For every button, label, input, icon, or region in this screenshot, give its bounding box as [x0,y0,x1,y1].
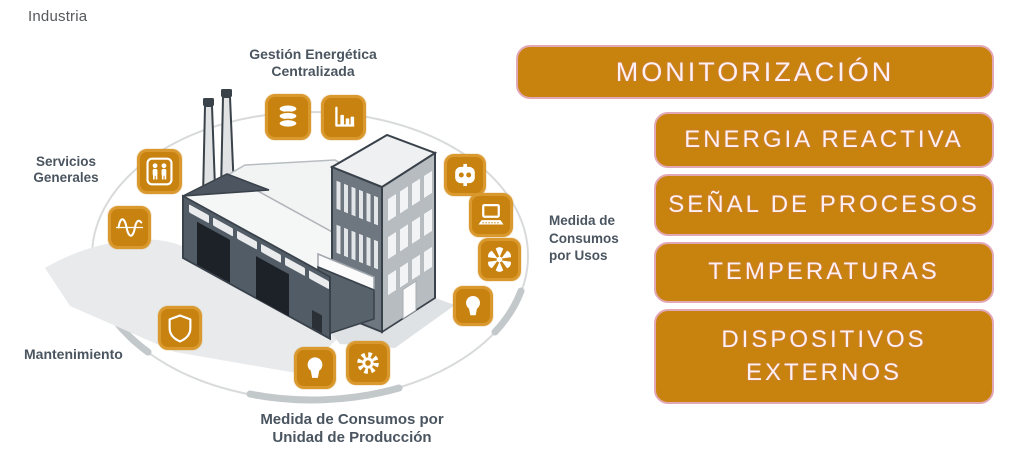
banner-energia-reactiva: ENERGIA REACTIVA [654,112,994,168]
banner-monitorizacion: MONITORIZACIÓN [516,45,994,99]
warehouse-gable [182,173,270,197]
label-servicios-generales: Servicios Generales [33,154,99,185]
label-mantenimiento: Mantenimiento [24,346,123,362]
label-medida-unidad-produccion: Medida de Consumos por Unidad de Producc… [260,411,444,446]
banner-dispositivos-externos: DISPOSITIVOS EXTERNOS [654,309,994,404]
page-title: Industria [28,8,88,25]
database-icon [265,94,311,140]
office-building [329,133,438,334]
bulb-icon [294,347,336,389]
warehouse-front-wall [182,194,331,341]
bar-chart-icon [321,95,366,140]
orbit-segment [491,287,525,336]
socket-icon [444,154,486,196]
label-medida-por-usos: Medida de Consumos por Usos [549,213,619,264]
label-gestion-energetica: Gestión Energética Centralizada [249,46,377,79]
sine-wave-icon [108,206,151,249]
bulb-icon [453,286,493,326]
laptop-icon [469,193,513,237]
gear-icon [346,341,390,385]
banner-temperaturas: TEMPERATURAS [654,242,994,303]
banner-senal-de-procesos: SEÑAL DE PROCESOS [654,174,994,236]
fan-icon [478,238,521,281]
people-icon [137,149,182,194]
shield-icon [158,306,202,350]
orbit-segment [246,384,403,404]
